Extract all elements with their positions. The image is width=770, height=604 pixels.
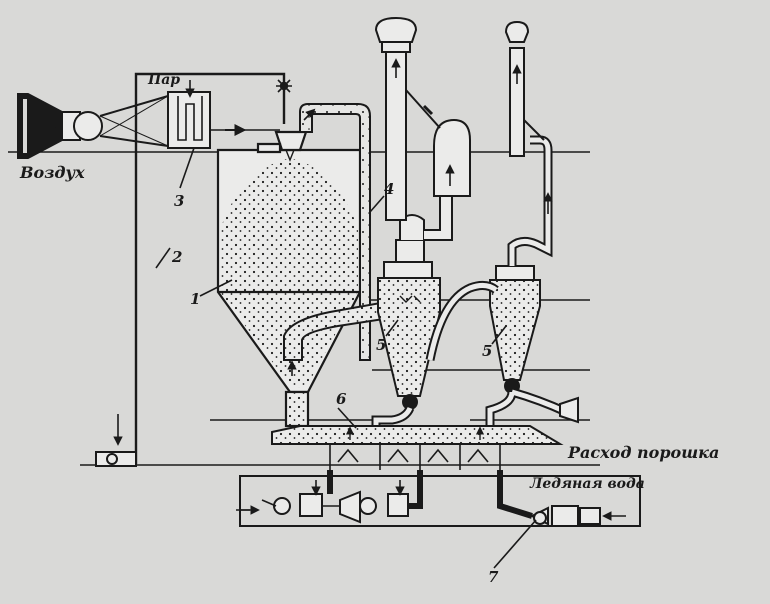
callout-2: 2 bbox=[171, 248, 182, 266]
cold-air-units bbox=[236, 470, 641, 527]
steam-heater bbox=[167, 80, 280, 149]
air-label: Воздух bbox=[19, 163, 85, 182]
fluid-bed bbox=[271, 425, 564, 470]
callout-4: 4 bbox=[384, 180, 394, 198]
exhaust-duct bbox=[299, 103, 371, 361]
ice-water-label: Ледяная вода bbox=[529, 476, 645, 492]
drying-chamber bbox=[216, 130, 362, 428]
cyclone-left bbox=[374, 16, 471, 410]
air-fan bbox=[17, 93, 169, 159]
callout-7: 7 bbox=[488, 568, 499, 586]
callout-1: 1 bbox=[190, 290, 200, 308]
steam-label: Пар bbox=[147, 72, 180, 88]
feed-line bbox=[134, 72, 292, 464]
callout-6: 6 bbox=[336, 390, 347, 408]
cyclone-right bbox=[425, 20, 553, 394]
powder-output-label: Расход порошка bbox=[567, 443, 719, 462]
callout-3: 3 bbox=[174, 192, 184, 210]
callout-leaders bbox=[155, 147, 537, 569]
callout-5b: 5 bbox=[482, 342, 492, 360]
callout-5a: 5 bbox=[376, 336, 386, 354]
discharge-fan bbox=[559, 396, 579, 424]
feed-pump bbox=[95, 414, 137, 467]
